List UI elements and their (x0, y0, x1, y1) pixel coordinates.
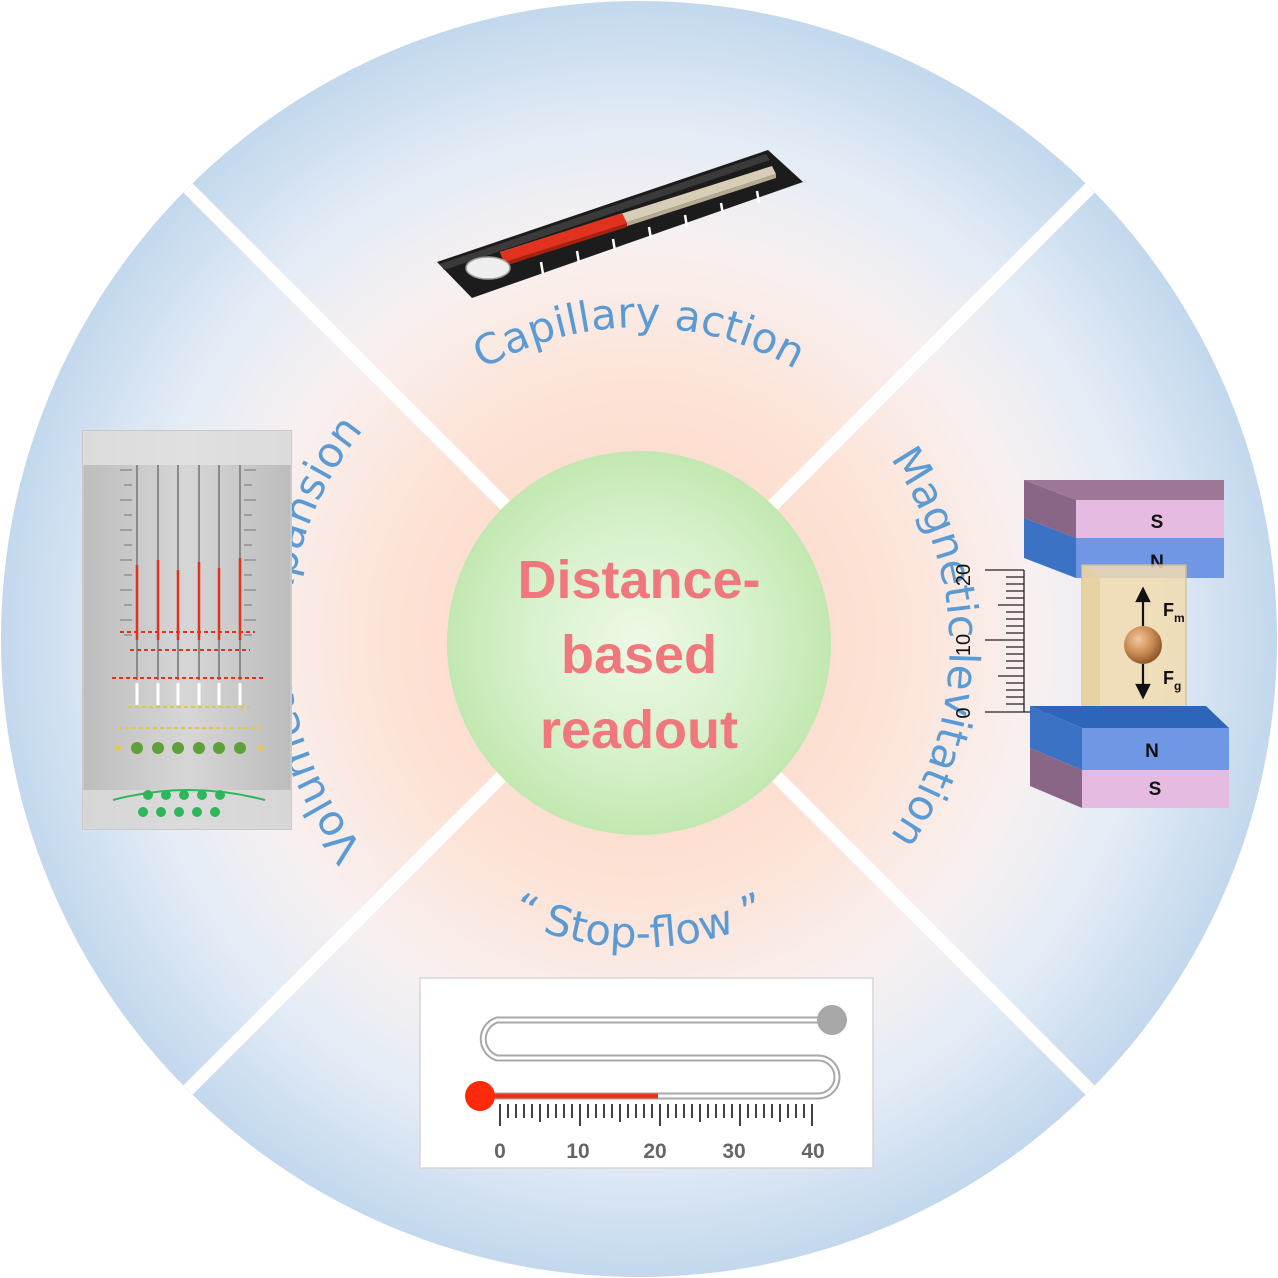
volumetric-yellow-layer (118, 706, 262, 729)
scale-label-30: 30 (722, 1140, 745, 1163)
stopflow-outlet (817, 1005, 847, 1035)
gravity-force-label: Fg (1163, 668, 1181, 693)
volumetric-green-wells (131, 742, 246, 754)
levitation-ruler (985, 569, 1080, 713)
volumetric-chip (82, 430, 292, 830)
stopflow-scale-ticks (499, 1104, 813, 1126)
top-magnet-s-label: S (1151, 512, 1164, 533)
stopflow-device: 0 10 20 30 40 (419, 977, 874, 1169)
center-circle (447, 451, 831, 835)
magnetic-force-label: Fm (1163, 600, 1185, 625)
scale-label-40: 40 (801, 1140, 824, 1163)
volumetric-green-outlets (138, 790, 225, 817)
force-arrows (1135, 586, 1151, 700)
ruler-label-0: 0 (953, 707, 975, 718)
scale-label-10: 10 (566, 1140, 589, 1163)
capillary-device (437, 150, 803, 298)
scale-label-20: 20 (643, 1140, 666, 1163)
ruler-label-10: 10 (953, 634, 975, 656)
quadrant-dividers (183, 183, 1095, 1095)
volumetric-white-valves (135, 683, 242, 705)
volumetric-ruler-ticks (120, 469, 256, 636)
ruler-label-20: 20 (953, 564, 975, 586)
stopflow-inlet (465, 1081, 495, 1111)
capillary-tick-marks (539, 190, 761, 275)
scale-label-0: 0 (494, 1140, 506, 1163)
volumetric-red-junctions (112, 631, 265, 679)
center-title-line1: Distance- (517, 550, 760, 610)
center-title-line3: readout (540, 700, 738, 760)
bottom-magnet-s-label: S (1149, 779, 1162, 800)
volumetric-yellow-dots (115, 745, 263, 751)
bottom-magnet-n-label: N (1145, 741, 1159, 762)
magnetic-levitation-device: S N 20 10 0 Fm (953, 480, 1229, 808)
center-title-line2: based (561, 625, 717, 685)
volumetric-fluid-red (135, 558, 242, 640)
levitating-particle (1124, 626, 1162, 664)
